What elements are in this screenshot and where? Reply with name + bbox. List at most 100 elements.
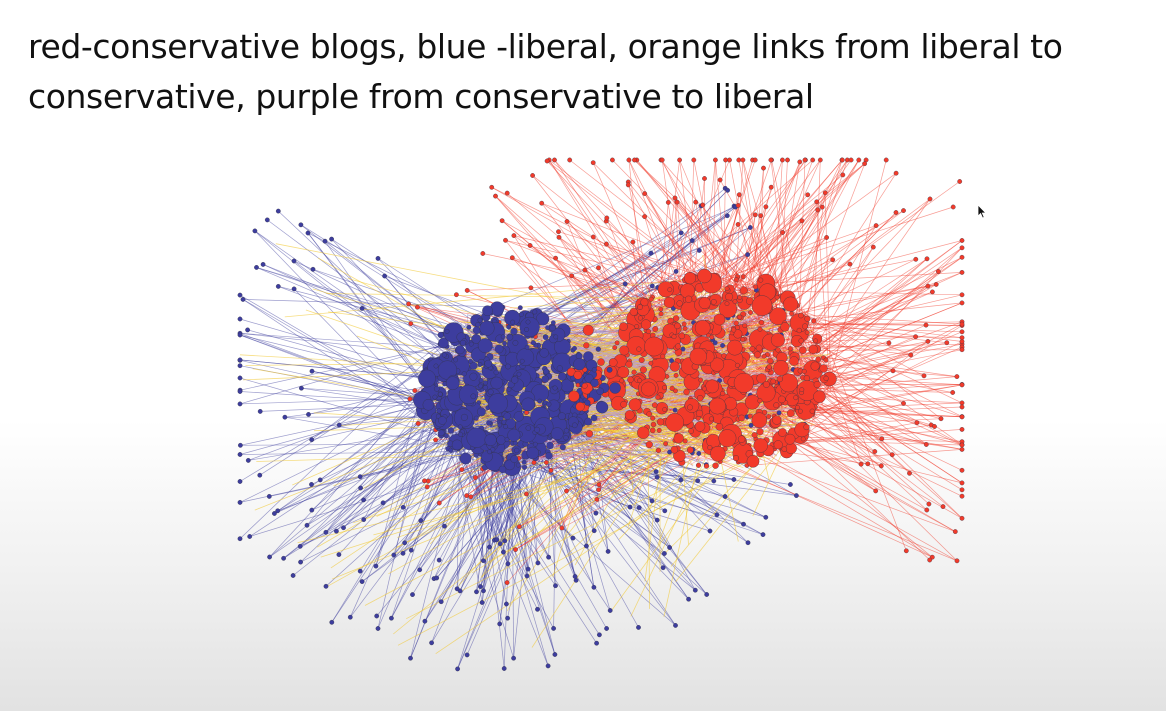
liberal-peripheral-node bbox=[667, 545, 673, 550]
liberal-blog-node bbox=[524, 326, 530, 333]
liberal-peripheral-node bbox=[760, 532, 766, 538]
boundary-blog-node bbox=[590, 378, 599, 388]
liberal-peripheral-node bbox=[391, 552, 397, 558]
conservative-edge bbox=[757, 336, 916, 346]
conservative-peripheral-node bbox=[903, 548, 909, 554]
conservative-core-edge bbox=[813, 390, 829, 421]
conservative-blog-node bbox=[682, 326, 688, 331]
liberal-peripheral-node bbox=[309, 481, 314, 487]
liberal-peripheral-node bbox=[237, 363, 243, 369]
conservative-peripheral-node bbox=[805, 192, 811, 198]
conservative-peripheral-node bbox=[511, 233, 517, 239]
liberal-blog-node bbox=[542, 334, 549, 341]
liberal-peripheral-node bbox=[524, 573, 530, 579]
liberal-peripheral-node bbox=[359, 305, 365, 311]
liberal-peripheral-node bbox=[373, 563, 379, 569]
liberal-peripheral-node bbox=[553, 583, 558, 589]
conservative-blog-node bbox=[703, 463, 710, 469]
conservative-peripheral-node bbox=[691, 157, 697, 163]
conservative-blog-node bbox=[786, 409, 795, 418]
liberal-blog-node bbox=[466, 324, 472, 330]
conservative-edge bbox=[800, 247, 963, 417]
conservative-peripheral-node bbox=[959, 300, 965, 306]
conservative-peripheral-node bbox=[848, 157, 854, 163]
conservative-blog-node bbox=[797, 408, 803, 414]
conservative-blog-node bbox=[804, 315, 811, 322]
liberal-blog-node bbox=[479, 320, 495, 336]
conservative-peripheral-node bbox=[464, 287, 470, 293]
liberal-blog-node bbox=[494, 344, 504, 354]
conservative-peripheral-node bbox=[959, 321, 965, 327]
liberal-peripheral-node bbox=[627, 504, 633, 510]
conservative-blog-node bbox=[627, 376, 634, 383]
liberal-blog-node bbox=[510, 327, 518, 336]
conservative-peripheral-node bbox=[924, 507, 930, 513]
liberal-blog-node bbox=[458, 384, 479, 405]
liberal-blog-node bbox=[459, 339, 467, 346]
conservative-edge bbox=[541, 202, 767, 291]
liberal-blog-node bbox=[522, 464, 528, 470]
conservative-peripheral-node bbox=[959, 292, 965, 298]
liberal-blog-node bbox=[532, 441, 538, 447]
liberal-peripheral-node bbox=[731, 477, 737, 482]
conservative-blog-node bbox=[637, 304, 643, 311]
conservative-blog-node bbox=[794, 405, 800, 410]
conservative-peripheral-node bbox=[677, 157, 683, 163]
liberal-blog-node bbox=[525, 425, 532, 431]
conservative-edge bbox=[628, 159, 746, 383]
boundary-blog-node bbox=[582, 324, 594, 336]
liberal-blog-node bbox=[500, 334, 506, 340]
conservative-blog-node bbox=[619, 378, 625, 384]
conservative-blog-node bbox=[678, 332, 686, 340]
liberal-blog-node bbox=[505, 363, 511, 370]
liberal-peripheral-node bbox=[535, 560, 541, 566]
conservative-peripheral-node bbox=[810, 157, 816, 163]
liberal-blog-node bbox=[539, 348, 549, 358]
liberal-peripheral-node bbox=[418, 518, 424, 524]
liberal-peripheral-node bbox=[748, 422, 754, 428]
liberal-peripheral-node bbox=[310, 266, 316, 272]
liberal-blog-node bbox=[519, 358, 525, 364]
liberal-peripheral-node bbox=[357, 474, 363, 480]
conservative-blog-node bbox=[648, 296, 654, 302]
boundary-blog-node bbox=[608, 358, 618, 367]
conservative-blog-node bbox=[658, 306, 664, 312]
liberal-edge bbox=[240, 344, 448, 391]
liberal-peripheral-node bbox=[497, 541, 503, 547]
boundary-blog-node bbox=[575, 401, 585, 412]
boundary-blog-node bbox=[584, 417, 593, 426]
conservative-edge bbox=[797, 390, 963, 471]
conservative-peripheral-node bbox=[752, 157, 758, 163]
conservative-blog-node bbox=[740, 337, 746, 342]
conservative-blog-node bbox=[672, 315, 680, 322]
liberal-to-conservative-link bbox=[560, 431, 685, 442]
liberal-peripheral-node bbox=[257, 472, 263, 478]
liberal-peripheral-node bbox=[275, 208, 281, 214]
liberal-peripheral-node bbox=[745, 540, 751, 546]
liberal-blog-node bbox=[556, 365, 563, 372]
conservative-peripheral-node bbox=[528, 285, 534, 291]
conservative-peripheral-node bbox=[736, 157, 742, 163]
liberal-peripheral-node bbox=[298, 222, 304, 228]
liberal-edge bbox=[410, 459, 490, 659]
conservative-peripheral-node bbox=[913, 334, 919, 340]
liberal-blog-node bbox=[459, 452, 472, 465]
liberal-edge bbox=[254, 230, 424, 406]
liberal-edge bbox=[239, 403, 439, 503]
boundary-blog-node bbox=[606, 366, 613, 373]
conservative-peripheral-node bbox=[923, 442, 929, 447]
conservative-peripheral-node bbox=[489, 184, 495, 190]
liberal-to-conservative-link bbox=[284, 277, 708, 318]
liberal-blog-node bbox=[496, 435, 506, 445]
conservative-peripheral-node bbox=[544, 158, 550, 164]
conservative-peripheral-node bbox=[822, 190, 828, 196]
conservative-peripheral-node bbox=[453, 292, 459, 298]
conservative-blog-node bbox=[645, 440, 653, 449]
conservative-blog-node bbox=[779, 373, 798, 393]
conservative-blog-node bbox=[665, 413, 685, 432]
liberal-blog-node bbox=[493, 369, 499, 376]
liberal-peripheral-node bbox=[382, 273, 388, 279]
conservative-blog-node bbox=[671, 334, 677, 340]
conservative-blog-node bbox=[669, 361, 680, 372]
liberal-peripheral-node bbox=[605, 548, 611, 554]
